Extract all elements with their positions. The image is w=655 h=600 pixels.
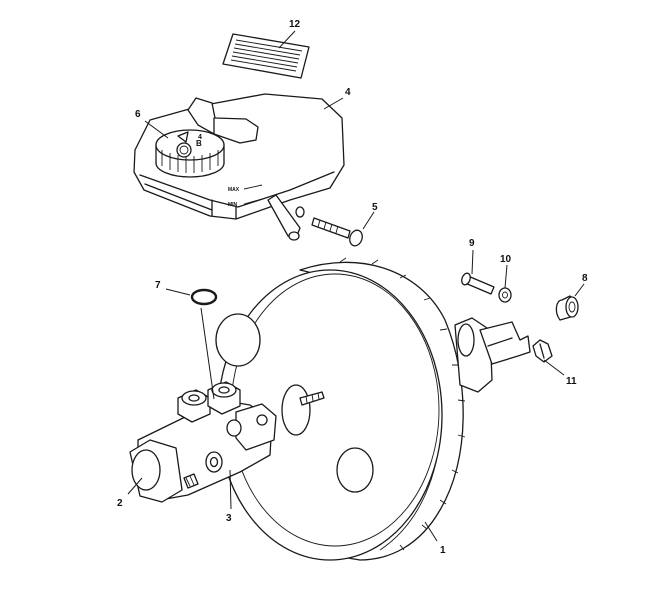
brake-fluid-reservoir: MAX MIN — [133, 93, 345, 241]
o-ring-seal — [190, 288, 218, 306]
retaining-clip — [532, 339, 553, 363]
grommet — [555, 295, 579, 321]
callout-9: 9 — [469, 238, 475, 249]
reservoir-max-mark: MAX — [228, 187, 240, 193]
callout-3: 3 — [226, 513, 232, 524]
reservoir-bolt — [311, 217, 363, 247]
callout-5: 5 — [372, 202, 378, 213]
svg-text:4: 4 — [198, 134, 202, 141]
svg-text:B: B — [196, 139, 202, 148]
reservoir-cap: B 4 — [155, 129, 225, 178]
leader-lines — [127, 30, 585, 542]
washer — [498, 287, 512, 303]
callout-6: 6 — [135, 109, 141, 120]
warning-label-plate — [222, 33, 310, 79]
callout-4: 4 — [345, 87, 351, 98]
callout-labels: 1 2 3 4 5 6 7 8 9 10 11 12 — [117, 19, 588, 556]
callout-7: 7 — [155, 280, 161, 291]
master-cylinder — [129, 381, 277, 503]
callout-2: 2 — [117, 498, 123, 509]
callout-11: 11 — [566, 376, 577, 387]
callout-10: 10 — [500, 254, 512, 265]
reservoir-min-mark: MIN — [228, 202, 238, 208]
callout-12: 12 — [289, 19, 301, 30]
callout-1: 1 — [440, 545, 446, 556]
brake-booster — [215, 257, 531, 561]
callout-8: 8 — [582, 273, 588, 284]
clevis-pin — [461, 272, 495, 295]
